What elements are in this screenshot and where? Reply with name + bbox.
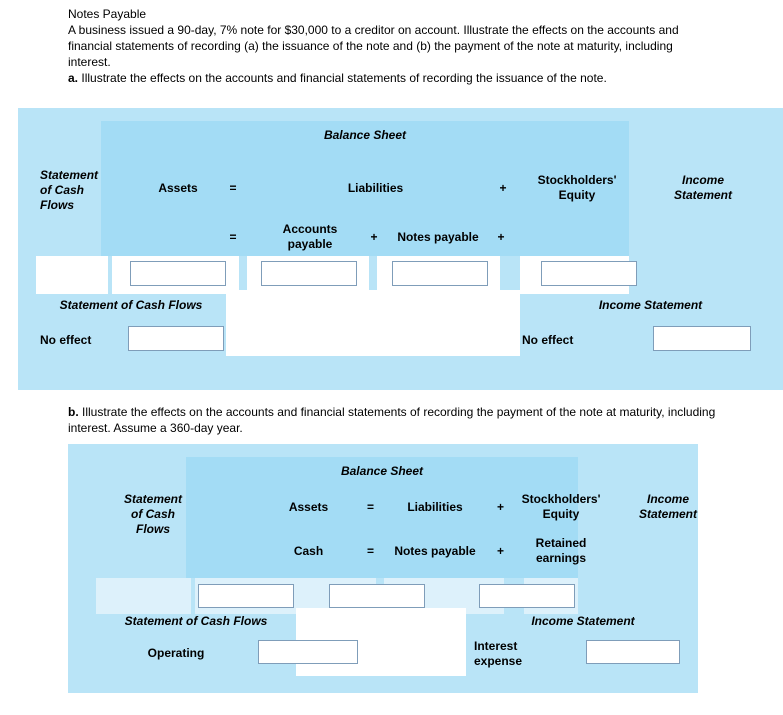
panel-b-assets-label: Assets bbox=[288, 500, 329, 514]
panel-b-equals-1: = bbox=[366, 500, 374, 514]
panel-a-balance-sheet-title: Balance Sheet bbox=[323, 128, 407, 142]
panel-b-equals-2: = bbox=[366, 544, 374, 558]
panel-b-operating-label: Operating bbox=[147, 646, 205, 660]
panel-a-row-divider-1 bbox=[108, 256, 112, 294]
panel-b-is-input[interactable] bbox=[586, 640, 680, 664]
part-b-text-block: b. Illustrate the effects on the account… bbox=[68, 404, 718, 436]
part-a-text: Illustrate the effects on the accounts a… bbox=[81, 71, 607, 85]
panel-a-row-divider-3 bbox=[369, 256, 377, 294]
panel-b-scf-input[interactable] bbox=[258, 640, 358, 664]
panel-b-retained-earnings-line2: earnings bbox=[535, 551, 586, 565]
intro-title: Notes Payable bbox=[68, 7, 147, 21]
panel-b-balance-sheet-title: Balance Sheet bbox=[340, 464, 424, 478]
panel-a-equity-label-line2: Equity bbox=[558, 188, 596, 202]
part-a-line: a. Illustrate the effects on the account… bbox=[68, 70, 718, 86]
panel-a-no-effect-left: No effect bbox=[40, 333, 92, 347]
panel-a-equals-1: = bbox=[229, 181, 237, 195]
panel-a-no-effect-right: No effect bbox=[522, 333, 574, 347]
panel-a-equity-input[interactable] bbox=[541, 261, 637, 286]
part-a-label: a. bbox=[68, 71, 79, 85]
panel-a-assets-label: Assets bbox=[158, 181, 198, 195]
panel-b-interest-expense-line1: Interest bbox=[474, 639, 518, 653]
panel-a-notes-payable-label: Notes payable bbox=[397, 230, 479, 244]
panel-a-row-divider-4 bbox=[500, 256, 520, 294]
intro-text: Notes Payable A business issued a 90-day… bbox=[68, 6, 718, 86]
panel-b-scf-header-line2: of Cash bbox=[130, 507, 175, 521]
panel-a-is-input[interactable] bbox=[653, 326, 751, 351]
panel-b-cash-label: Cash bbox=[293, 544, 324, 558]
panel-a-footer-is-label: Income Statement bbox=[598, 298, 703, 312]
panel-a-equals-2: = bbox=[229, 230, 237, 244]
panel-a-row-divider-2 bbox=[239, 256, 247, 294]
panel-a-scf-input[interactable] bbox=[128, 326, 224, 351]
part-b-label: b. bbox=[68, 405, 79, 419]
panel-b-plus-2: + bbox=[496, 544, 504, 558]
panel-a-bottom-divider bbox=[36, 356, 783, 390]
panel-b-footer-scf-label: Statement of Cash Flows bbox=[124, 614, 268, 628]
part-b-line: b. Illustrate the effects on the account… bbox=[68, 404, 718, 436]
panel-b-notes-payable-input[interactable] bbox=[329, 584, 425, 608]
panel-b-liabilities-label: Liabilities bbox=[407, 500, 463, 514]
panel-b-scf-header-line3: Flows bbox=[135, 522, 170, 536]
part-b-text: Illustrate the effects on the accounts a… bbox=[68, 405, 716, 435]
panel-b-retained-earnings-line1: Retained bbox=[535, 536, 587, 550]
panel-a-income-statement-line2: Statement bbox=[673, 188, 732, 202]
panel-a-plus-3: + bbox=[497, 230, 505, 244]
panel-b-row-divider-1 bbox=[191, 578, 195, 614]
panel-a-liabilities-label: Liabilities bbox=[347, 181, 404, 195]
panel-b: Balance Sheet Statement of Cash Flows As… bbox=[68, 444, 698, 693]
panel-a-plus-1: + bbox=[499, 181, 507, 195]
panel-a-notes-payable-input[interactable] bbox=[392, 261, 488, 286]
panel-a-scf-header-line3: Flows bbox=[40, 198, 75, 212]
panel-a-accounts-payable-line2: payable bbox=[287, 237, 333, 251]
panel-b-equity-label-line1: Stockholders' bbox=[521, 492, 601, 506]
panel-a-accounts-payable-line1: Accounts bbox=[282, 222, 338, 236]
panel-b-income-statement-line1: Income bbox=[646, 492, 689, 506]
panel-a-scf-header-line1: Statement bbox=[40, 168, 99, 182]
panel-a-equity-label-line1: Stockholders' bbox=[537, 173, 617, 187]
panel-b-income-statement-line2: Statement bbox=[638, 507, 697, 521]
panel-a-assets-input[interactable] bbox=[130, 261, 226, 286]
panel-b-interest-expense-line2: expense bbox=[474, 654, 523, 668]
panel-b-plus-1: + bbox=[496, 500, 504, 514]
panel-b-header-block bbox=[186, 457, 578, 578]
panel-a-scf-header-line2: of Cash bbox=[40, 183, 85, 197]
panel-a: Balance Sheet Statement of Cash Flows As… bbox=[18, 108, 783, 390]
panel-a-footer-middle-strip bbox=[226, 290, 520, 356]
panel-a-footer-scf-label: Statement of Cash Flows bbox=[59, 298, 203, 312]
panel-a-accounts-payable-input[interactable] bbox=[261, 261, 357, 286]
panel-a-income-statement-line1: Income bbox=[681, 173, 724, 187]
panel-a-plus-2: + bbox=[370, 230, 378, 244]
panel-b-footer-is-label: Income Statement bbox=[531, 614, 635, 628]
panel-b-equity-label-line2: Equity bbox=[542, 507, 580, 521]
panel-b-scf-header-line1: Statement bbox=[123, 492, 182, 506]
panel-b-notes-payable-label: Notes payable bbox=[394, 544, 476, 558]
panel-b-cash-input[interactable] bbox=[198, 584, 294, 608]
intro-paragraph: A business issued a 90-day, 7% note for … bbox=[68, 23, 679, 69]
panel-a-header-block bbox=[101, 121, 629, 256]
panel-b-retained-earnings-input[interactable] bbox=[479, 584, 575, 608]
